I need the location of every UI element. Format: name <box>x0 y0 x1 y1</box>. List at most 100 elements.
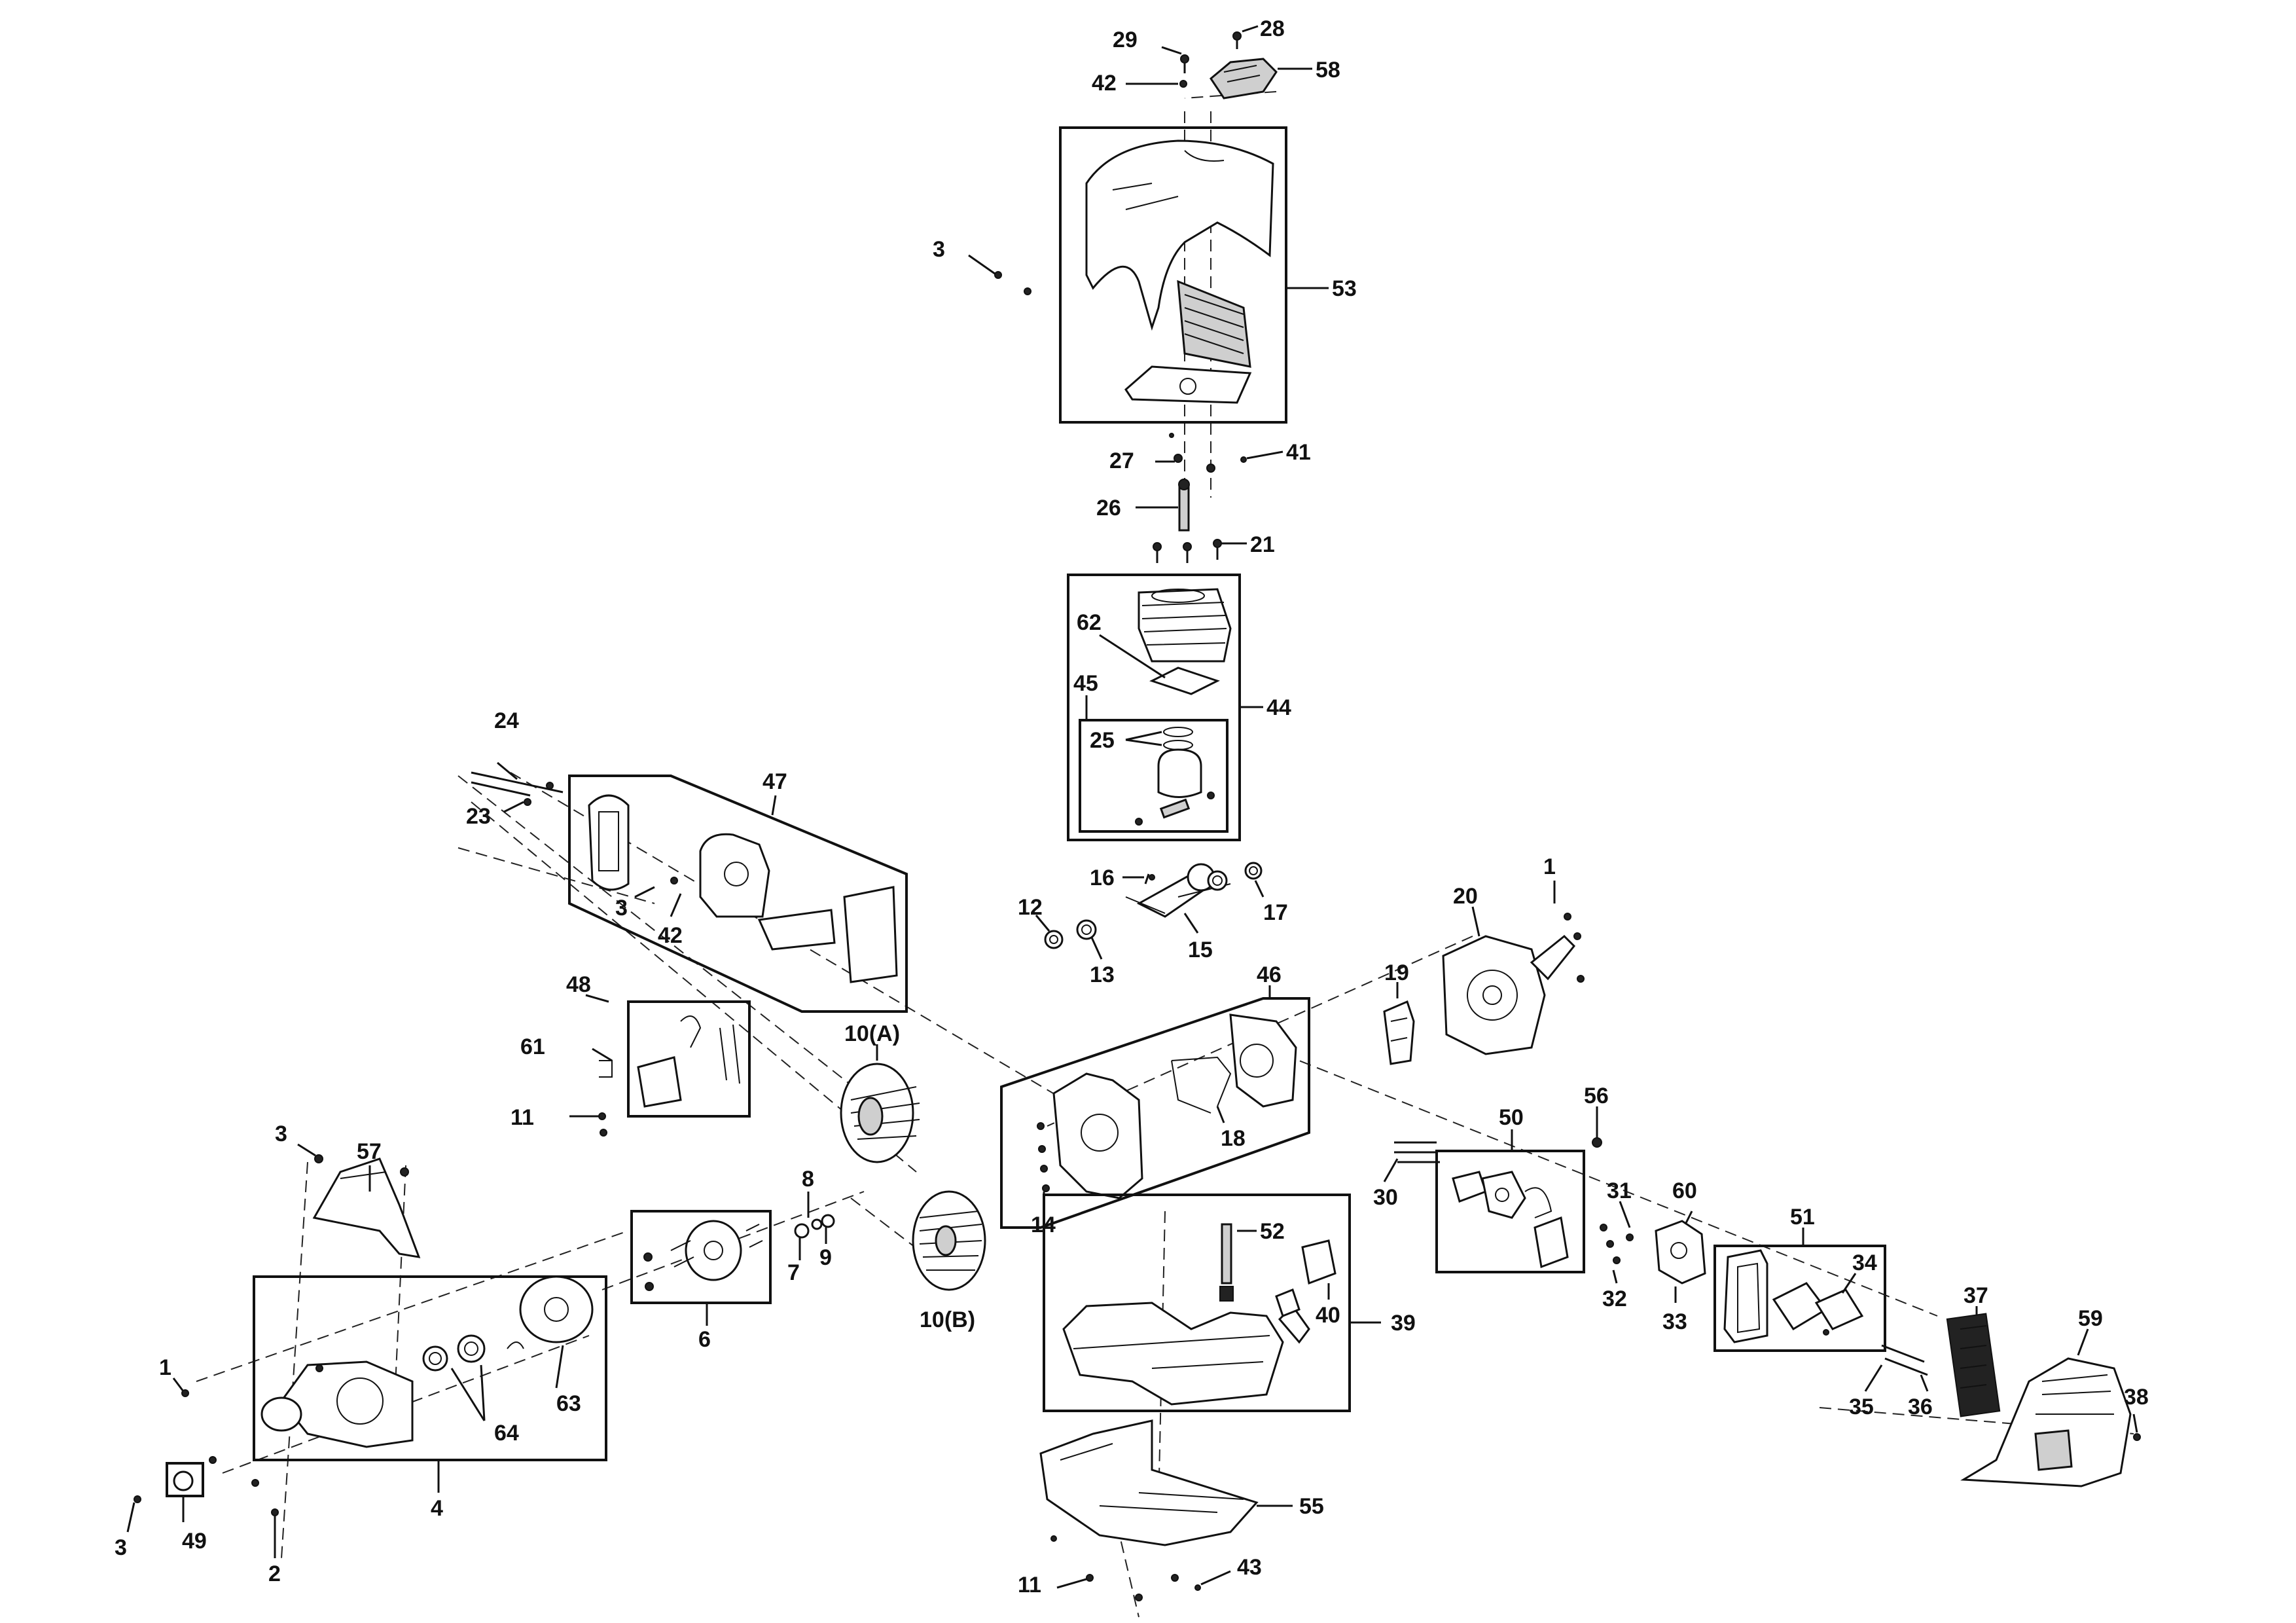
label-62: 62 <box>1077 610 1102 635</box>
flywheel-a-group <box>840 1044 920 1163</box>
label-52: 52 <box>1260 1219 1285 1244</box>
label-2: 2 <box>268 1561 281 1586</box>
engine-cover-icon <box>1085 139 1274 331</box>
cylinder-box <box>1067 574 1241 841</box>
recoil-starter-icon <box>1442 935 1546 1055</box>
carb-spacer-box <box>1435 1150 1585 1273</box>
fuel-cap-40-icon <box>1301 1239 1336 1285</box>
label-40: 40 <box>1316 1303 1340 1328</box>
label-55: 55 <box>1299 1494 1324 1519</box>
label-42-muffler: 42 <box>658 923 683 948</box>
fuel-tank-group <box>1043 1194 1381 1412</box>
clutch-drum-icon <box>519 1275 594 1343</box>
air-filter-cover-group <box>1864 1306 2141 1487</box>
piston-box <box>1079 719 1229 833</box>
cylinder-group <box>1067 574 1263 841</box>
label-39: 39 <box>1391 1311 1416 1336</box>
label-31: 31 <box>1607 1178 1632 1203</box>
spark-plug-icon <box>1178 483 1190 532</box>
recoil-starter-group <box>1383 881 1585 1065</box>
label-6: 6 <box>698 1327 711 1352</box>
label-3-guard: 3 <box>275 1122 287 1146</box>
label-35: 35 <box>1849 1395 1874 1419</box>
label-16: 16 <box>1090 866 1115 890</box>
label-61: 61 <box>520 1034 545 1059</box>
label-64: 64 <box>494 1421 519 1446</box>
air-filter-element-icon <box>1946 1313 2001 1417</box>
studs-30-56 <box>1383 1106 1602 1182</box>
label-34: 34 <box>1852 1250 1877 1275</box>
label-57: 57 <box>357 1139 382 1164</box>
clutch-housing-icon <box>280 1360 414 1448</box>
label-58: 58 <box>1316 58 1340 82</box>
label-11-bottom: 11 <box>1018 1573 1041 1597</box>
crankcase-group <box>1000 985 1310 1229</box>
fuel-filter-52-icon <box>1221 1223 1232 1285</box>
carburetor-icon <box>1655 1220 1706 1285</box>
ignition-coil-icon <box>637 1056 682 1108</box>
intake-manifold-icon <box>1481 1171 1526 1219</box>
label-8: 8 <box>802 1167 814 1192</box>
label-49: 49 <box>182 1529 207 1554</box>
label-26: 26 <box>1096 496 1121 520</box>
label-7: 7 <box>787 1260 800 1285</box>
part-labels: 29 28 42 58 3 53 27 41 26 21 62 45 44 25… <box>115 16 2149 1597</box>
label-18: 18 <box>1221 1126 1246 1151</box>
guard-57-group <box>297 1143 421 1258</box>
clutch-housing-group <box>253 1275 607 1493</box>
engine-cover-box <box>1059 126 1287 424</box>
fuel-tank-box <box>1043 1194 1351 1412</box>
label-32: 32 <box>1602 1286 1627 1311</box>
label-3-top: 3 <box>933 237 945 262</box>
guard-57-part <box>312 1158 421 1258</box>
nuts-7-8-9 <box>794 1192 835 1260</box>
label-20: 20 <box>1453 884 1478 909</box>
lower-housing-icon <box>1039 1419 1259 1546</box>
label-28: 28 <box>1260 16 1285 41</box>
label-24: 24 <box>494 708 519 733</box>
label-11-left: 11 <box>511 1105 534 1130</box>
label-33: 33 <box>1662 1309 1687 1334</box>
carb-spacer-group <box>1435 1129 1585 1273</box>
bolts-23-24 <box>471 761 564 813</box>
label-44: 44 <box>1266 695 1291 720</box>
fuel-tank-icon <box>1062 1302 1284 1406</box>
label-30: 30 <box>1373 1185 1398 1210</box>
clutch-box <box>630 1210 772 1304</box>
label-21: 21 <box>1250 532 1275 557</box>
fitting-49-icon <box>173 1470 194 1491</box>
air-filter-cover-icon <box>1960 1357 2132 1487</box>
label-46: 46 <box>1257 962 1282 987</box>
lower-left-fasteners <box>126 1377 279 1558</box>
label-50: 50 <box>1499 1105 1524 1130</box>
label-14: 14 <box>1031 1213 1056 1237</box>
air-filter-box <box>1713 1245 1886 1352</box>
label-3-bottom: 3 <box>115 1535 127 1560</box>
engine-cover-group <box>968 126 1329 424</box>
label-53: 53 <box>1332 276 1357 301</box>
label-36: 36 <box>1908 1395 1933 1419</box>
label-23: 23 <box>466 804 491 829</box>
label-43: 43 <box>1237 1555 1262 1580</box>
flywheel-b-group <box>912 1190 986 1291</box>
crankshaft-group <box>1035 862 1265 960</box>
air-filter-group <box>1713 1228 1886 1352</box>
label-37: 37 <box>1964 1283 1988 1308</box>
carburetor-group <box>1600 1201 1706 1303</box>
screws-27-41 <box>1155 433 1283 473</box>
top-cap-group <box>1126 25 1312 100</box>
label-10b: 10(B) <box>920 1307 975 1332</box>
label-38: 38 <box>2124 1385 2149 1410</box>
spark-plug-group <box>1136 479 1247 563</box>
label-15: 15 <box>1188 938 1213 962</box>
label-59: 59 <box>2078 1306 2103 1331</box>
label-13: 13 <box>1090 962 1115 987</box>
ignition-coil-group <box>569 994 751 1137</box>
muffler-icon <box>699 833 770 918</box>
label-4: 4 <box>431 1496 443 1521</box>
muffler-box <box>568 775 908 1013</box>
label-51: 51 <box>1790 1205 1815 1230</box>
label-63: 63 <box>556 1391 581 1416</box>
label-60: 60 <box>1672 1178 1697 1203</box>
